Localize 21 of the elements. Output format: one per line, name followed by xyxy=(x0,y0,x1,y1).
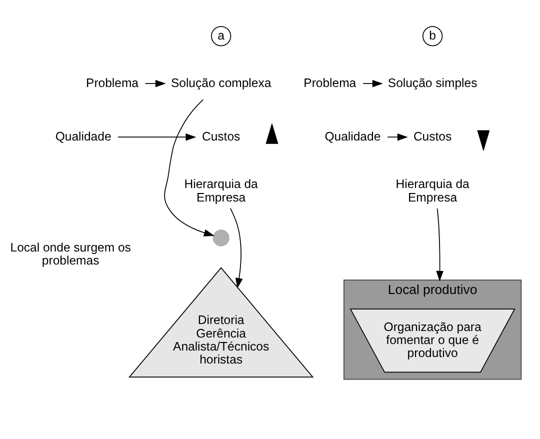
arrow xyxy=(387,132,408,140)
node-text: Solução complexa xyxy=(170,75,272,90)
node-label: Local onde surgem os problemas xyxy=(10,240,131,267)
node-text: Hierarquia da Empresa xyxy=(396,176,470,204)
node-circle: b xyxy=(422,26,443,46)
arrow xyxy=(118,132,196,140)
node-circle xyxy=(212,229,230,246)
node-circle: a xyxy=(210,26,232,46)
node-text: Problema xyxy=(86,75,139,90)
arrow xyxy=(362,79,383,87)
arrow xyxy=(230,207,243,288)
node-text: Qualidade xyxy=(324,128,381,143)
node-text: Solução simples xyxy=(388,75,478,90)
node-text: Qualidade xyxy=(55,128,112,143)
node-text: Hierarquia da Empresa xyxy=(184,176,258,204)
node-text: Custos xyxy=(202,128,240,143)
arrow xyxy=(164,98,215,236)
node-text: Problema xyxy=(304,75,356,90)
node-text: Custos xyxy=(413,128,452,143)
arrow xyxy=(436,207,444,281)
arrow xyxy=(144,79,166,87)
